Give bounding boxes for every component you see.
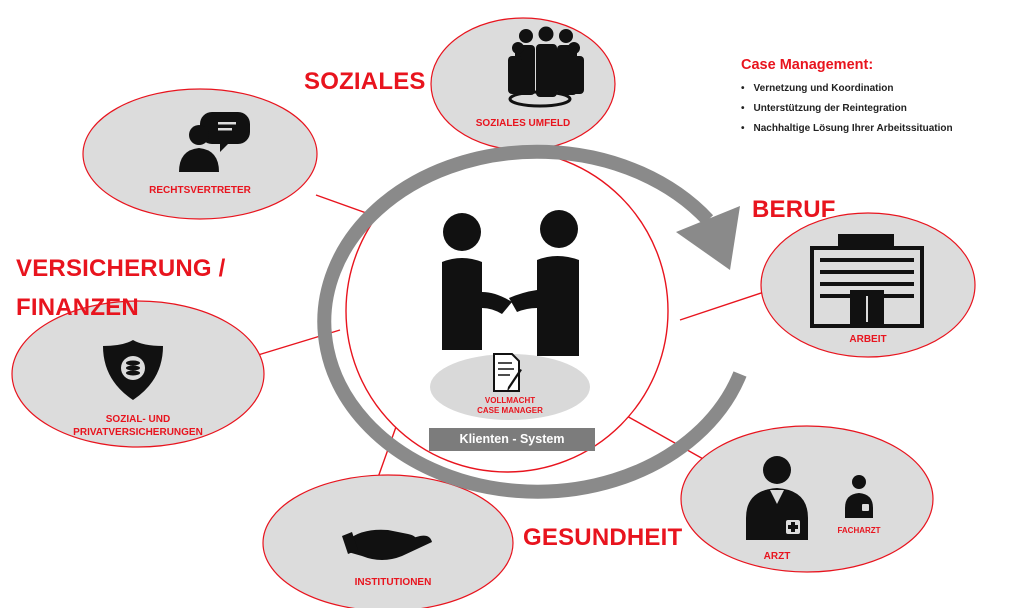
case-management-item: Vernetzung und Koordination <box>741 79 1014 99</box>
label-arzt: ARZT <box>763 551 791 562</box>
building-icon <box>810 234 924 328</box>
shield-coins-icon <box>103 340 163 400</box>
label-institutionen: INSTITUTIONEN <box>354 577 432 588</box>
label-case-manager: CASE MANAGER <box>477 406 543 415</box>
doctor-icon <box>746 456 808 540</box>
people-group-icon <box>508 26 584 108</box>
cycle-arrow-head <box>676 206 740 270</box>
case-management-item: Nachhaltige Lösung Ihrer Arbeitssituatio… <box>741 119 1014 139</box>
handshake-icon <box>442 210 579 356</box>
cycle-arrow <box>317 144 747 499</box>
label-soziales-umfeld: SOZIALES UMFELD <box>475 118 571 129</box>
document-pen-icon <box>493 353 522 392</box>
case-management-list: Vernetzung und Koordination Unterstützun… <box>741 79 1014 139</box>
label-rechtsvertreter: RECHTSVERTRETER <box>149 185 251 196</box>
case-management-item: Unterstützung der Reintegration <box>741 99 1014 119</box>
facharzt-icon <box>845 475 873 518</box>
label-facharzt: FACHARZT <box>837 526 881 535</box>
case-management-box: Case Management: Vernetzung und Koordina… <box>741 57 1014 139</box>
label-sozial-und: SOZIAL- UND <box>105 414 171 425</box>
category-finanzen: FINANZEN <box>16 294 139 321</box>
category-versicherung: VERSICHERUNG / <box>16 255 226 282</box>
label-arbeit: ARBEIT <box>849 334 887 345</box>
klienten-system-bar: Klienten - System <box>429 428 595 451</box>
category-gesundheit: GESUNDHEIT <box>523 524 683 551</box>
bubble-arzt <box>680 425 934 573</box>
label-vollmacht: VOLLMACHT <box>484 396 536 405</box>
hand-icon <box>342 529 432 560</box>
category-soziales: SOZIALES <box>304 68 426 95</box>
label-privatversicherungen: PRIVATVERSICHERUNGEN <box>73 427 203 438</box>
case-management-title: Case Management: <box>741 57 874 73</box>
category-beruf: BERUF <box>752 196 836 223</box>
speaking-person-icon <box>179 112 250 172</box>
connector-arbeit <box>679 289 771 321</box>
